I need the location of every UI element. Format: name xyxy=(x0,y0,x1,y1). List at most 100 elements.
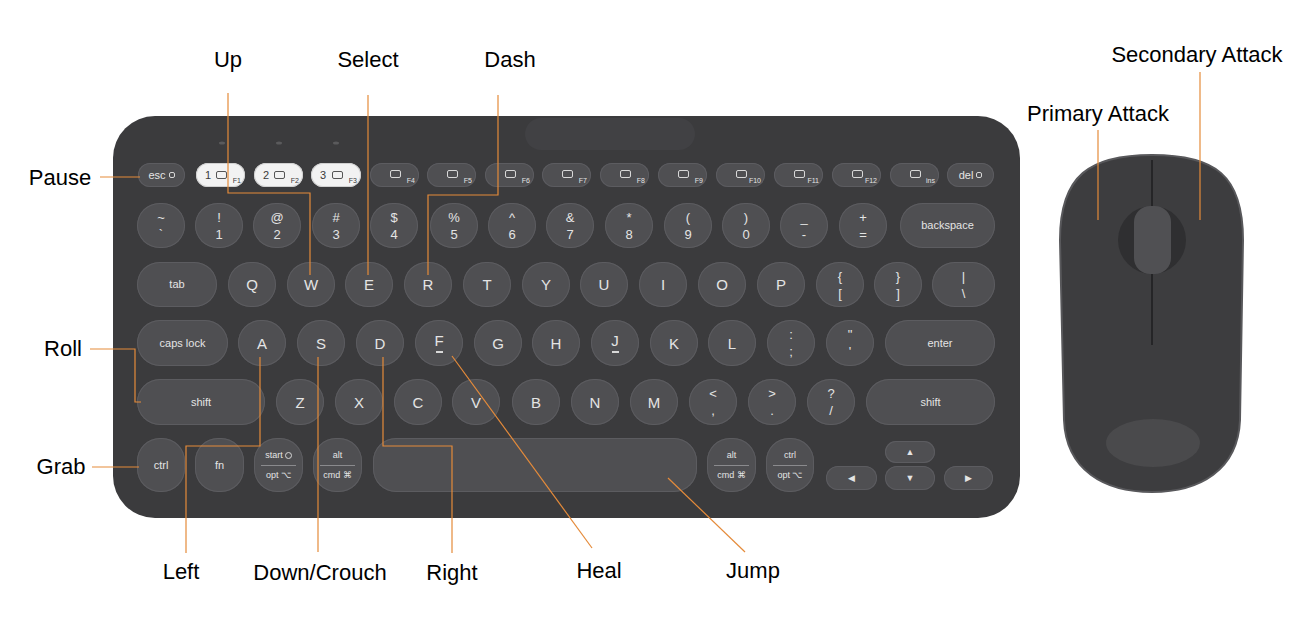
key-cap: F7 xyxy=(542,163,591,187)
led xyxy=(219,142,225,145)
key-legend-shift: # xyxy=(332,211,339,224)
key-legend: backspace xyxy=(921,220,974,231)
key-legend: / xyxy=(829,404,833,417)
key-cap: altcmd ⌘ xyxy=(707,438,756,492)
key-cap: F11 xyxy=(774,163,823,187)
key-cap: U xyxy=(580,262,628,307)
key-legend: P xyxy=(776,277,786,292)
key-legend-top: start xyxy=(265,451,283,460)
key-cap: ins xyxy=(890,163,939,187)
key-legend-shift: @ xyxy=(270,211,283,224)
key-cap: ^6 xyxy=(488,203,536,248)
key-legend: 1 xyxy=(205,170,211,181)
f-key-number: F7 xyxy=(579,177,587,184)
key-legend-shift: ! xyxy=(217,211,221,224)
key-cap: F xyxy=(415,320,463,366)
key-icon xyxy=(736,170,747,178)
key-cap: G xyxy=(474,320,522,366)
leader-line xyxy=(428,95,498,275)
key-cap: }] xyxy=(874,262,922,307)
wheel-well xyxy=(1118,206,1186,274)
key-cap: 1F1 xyxy=(196,163,245,187)
key-cap: X xyxy=(335,379,383,425)
key-legend-shift: } xyxy=(896,270,900,283)
key-legend: ▲ xyxy=(906,448,915,457)
key-legend: caps lock xyxy=(160,338,206,349)
key-cap: C xyxy=(394,379,442,425)
key-cap: F4 xyxy=(370,163,419,187)
key-cap: 2F2 xyxy=(254,163,303,187)
key-cap: F12 xyxy=(832,163,881,187)
key-legend: C xyxy=(413,395,424,410)
key-legend: tab xyxy=(169,279,184,290)
key-legend-shift: _ xyxy=(800,211,807,224)
key-cap: ◀ xyxy=(826,466,877,490)
key-icon xyxy=(447,170,458,178)
key-legend: del xyxy=(959,170,974,181)
callout-label: Right xyxy=(426,562,477,584)
key-legend: N xyxy=(590,395,601,410)
key-icon xyxy=(976,172,982,178)
key-icon xyxy=(852,170,863,178)
led xyxy=(333,142,339,145)
key-cap: {[ xyxy=(816,262,864,307)
key-cap: shift xyxy=(137,379,265,425)
key-legend: ] xyxy=(896,287,900,300)
key-legend-shift: ~ xyxy=(157,211,165,224)
leader-line xyxy=(228,93,310,275)
key-legend-top: alt xyxy=(333,451,343,460)
callout-label: Pause xyxy=(29,167,91,189)
key-legend: O xyxy=(716,277,728,292)
key-legend: I xyxy=(661,277,665,292)
key-cap: %5 xyxy=(430,203,478,248)
key-legend: - xyxy=(802,228,806,241)
key-legend: L xyxy=(728,336,736,351)
callout-label: Dash xyxy=(484,49,535,71)
key-legend: T xyxy=(482,277,491,292)
key-cap: alt cmd ⌘ xyxy=(313,438,362,492)
key-cap: shift xyxy=(866,379,995,425)
leader-line xyxy=(1199,72,1200,220)
key-cap: _- xyxy=(780,203,828,248)
key-legend: ◀ xyxy=(848,474,855,483)
key-legend: ▼ xyxy=(906,474,915,483)
key-legend: 7 xyxy=(566,228,573,241)
callout-label: Grab xyxy=(37,456,86,478)
key-cap: F10 xyxy=(716,163,765,187)
key-legend: 2 xyxy=(263,170,269,181)
key-cap: ▼ xyxy=(885,466,935,490)
key-legend-bottom: cmd ⌘ xyxy=(323,471,352,480)
home-bump xyxy=(436,351,443,353)
key-legend: Q xyxy=(246,277,258,292)
key-cap: I xyxy=(639,262,687,307)
key-cap: (9 xyxy=(664,203,712,248)
key-cap: += xyxy=(839,203,887,248)
key-icon xyxy=(678,170,689,178)
key-top-row: ctrl xyxy=(784,451,796,460)
key-cap: F9 xyxy=(658,163,707,187)
key-cap: #3 xyxy=(312,203,360,248)
key-legend-shift: { xyxy=(838,270,842,283)
key-legend: H xyxy=(551,336,562,351)
leader-line xyxy=(100,176,140,177)
callout-label: Secondary Attack xyxy=(1111,44,1282,66)
key-cap: ctrlopt ⌥ xyxy=(766,438,814,492)
key-legend-shift: ^ xyxy=(509,211,515,224)
callout-label: Left xyxy=(163,561,200,583)
key-cap: F8 xyxy=(600,163,649,187)
key-legend: 0 xyxy=(742,228,749,241)
led xyxy=(276,142,282,145)
f-key-number: ins xyxy=(926,177,935,184)
key-cap: ▶ xyxy=(944,466,993,490)
key-icon xyxy=(505,170,516,178)
key-legend: 1 xyxy=(215,228,222,241)
key-legend: G xyxy=(492,336,504,351)
f-key-number: F10 xyxy=(749,177,761,184)
key-top-row: start xyxy=(265,451,292,460)
mouse-logo-area xyxy=(1106,419,1200,467)
key-cap: ctrl xyxy=(137,438,185,492)
key-cap: caps lock xyxy=(137,320,228,366)
key-icon xyxy=(169,172,175,178)
key-legend-shift: $ xyxy=(390,211,397,224)
